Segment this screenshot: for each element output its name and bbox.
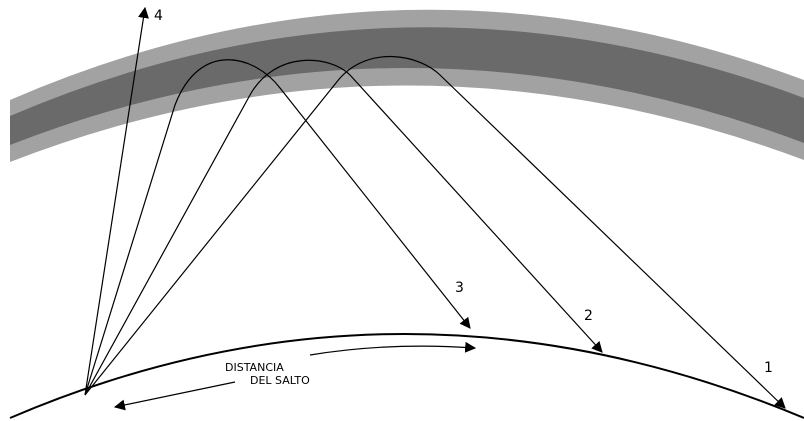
earth-surface bbox=[9, 333, 804, 419]
skip-distance-arrow-left bbox=[113, 381, 236, 411]
ray-2-label: 2 bbox=[584, 308, 593, 324]
ray-4 bbox=[84, 6, 149, 396]
ray-1 bbox=[84, 56, 786, 409]
ionosphere-inner-layer bbox=[10, 27, 804, 145]
ray-3 bbox=[84, 59, 471, 396]
skip-distance-arrow-right bbox=[309, 341, 477, 356]
skip-distance-label-line1: DISTANCIA bbox=[225, 361, 284, 374]
ray-3-label: 3 bbox=[455, 280, 464, 296]
ray-1-label: 1 bbox=[764, 360, 773, 376]
ray-4-label: 4 bbox=[154, 8, 163, 24]
skip-distance-label-line2: DEL SALTO bbox=[250, 374, 310, 387]
